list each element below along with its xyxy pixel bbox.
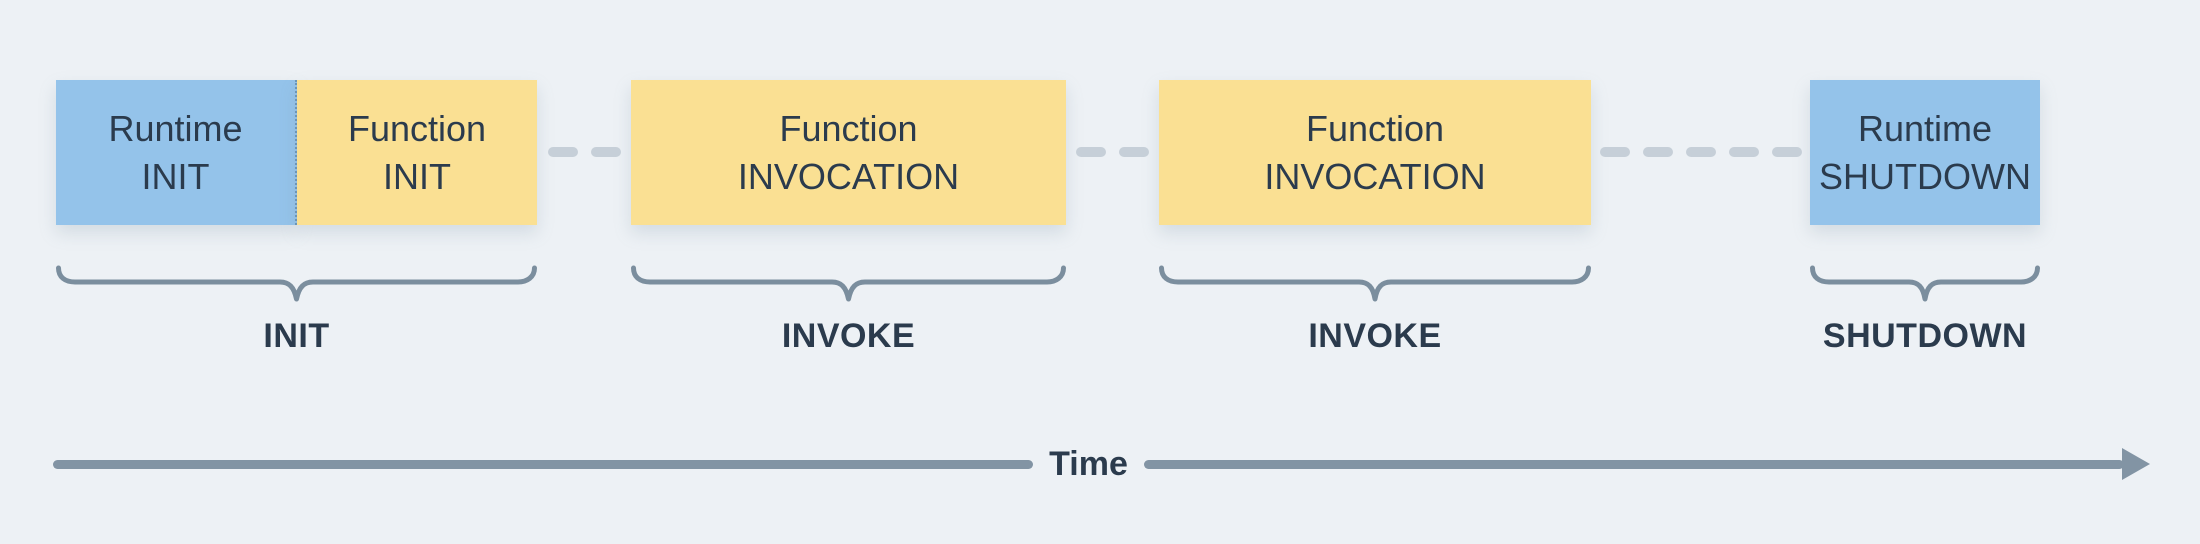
time-axis-label: Time bbox=[1049, 444, 1128, 483]
phase-label-shutdown: SHUTDOWN bbox=[1822, 316, 2028, 355]
box-label-line: Function bbox=[1305, 107, 1445, 149]
box-label-line: INVOCATION bbox=[737, 155, 960, 197]
box-label-line: INVOCATION bbox=[1264, 155, 1486, 197]
time-axis-line-right bbox=[1143, 459, 2124, 469]
box-label-line: INIT bbox=[383, 155, 451, 197]
dash-segment bbox=[1771, 147, 1802, 157]
phase-box-function-invocation-2: Function INVOCATION bbox=[1159, 80, 1591, 225]
phase-box-runtime-init: Runtime INIT bbox=[56, 80, 297, 225]
dashed-connector bbox=[537, 147, 631, 157]
brace-shutdown bbox=[1810, 264, 2040, 304]
arrow-right-icon bbox=[2122, 448, 2150, 480]
box-label-line: INIT bbox=[141, 155, 210, 197]
time-axis-line-left bbox=[53, 459, 1034, 469]
phase-label-invoke-2: INVOKE bbox=[1308, 316, 1442, 355]
brace-invoke-2 bbox=[1159, 264, 1591, 304]
phase-box-runtime-shutdown: Runtime SHUTDOWN bbox=[1810, 80, 2040, 225]
box-label-line: Runtime bbox=[108, 107, 243, 149]
phase-box-function-invocation-1: Function INVOCATION bbox=[631, 80, 1066, 225]
dash-segment bbox=[1728, 147, 1759, 157]
box-label-line: Function bbox=[347, 107, 487, 149]
dash-segment bbox=[547, 147, 578, 157]
dash-segment bbox=[1642, 147, 1673, 157]
dash-segment bbox=[1599, 147, 1630, 157]
dashed-connector bbox=[1066, 147, 1159, 157]
time-axis: Time bbox=[53, 444, 2150, 483]
dash-segment bbox=[1076, 147, 1106, 157]
dash-segment bbox=[1119, 147, 1149, 157]
phase-label-init: INIT bbox=[263, 316, 330, 355]
dash-segment bbox=[1685, 147, 1716, 157]
box-label-line: SHUTDOWN bbox=[1819, 155, 2031, 197]
box-label-line: Runtime bbox=[1857, 107, 1993, 149]
brace-init bbox=[56, 264, 537, 304]
brace-invoke-1 bbox=[631, 264, 1066, 304]
dashed-connector bbox=[1591, 147, 1810, 157]
dash-segment bbox=[590, 147, 621, 157]
phase-box-function-init: Function INIT bbox=[297, 80, 537, 225]
phase-label-invoke-1: INVOKE bbox=[781, 316, 916, 355]
box-label-line: Function bbox=[779, 107, 918, 149]
